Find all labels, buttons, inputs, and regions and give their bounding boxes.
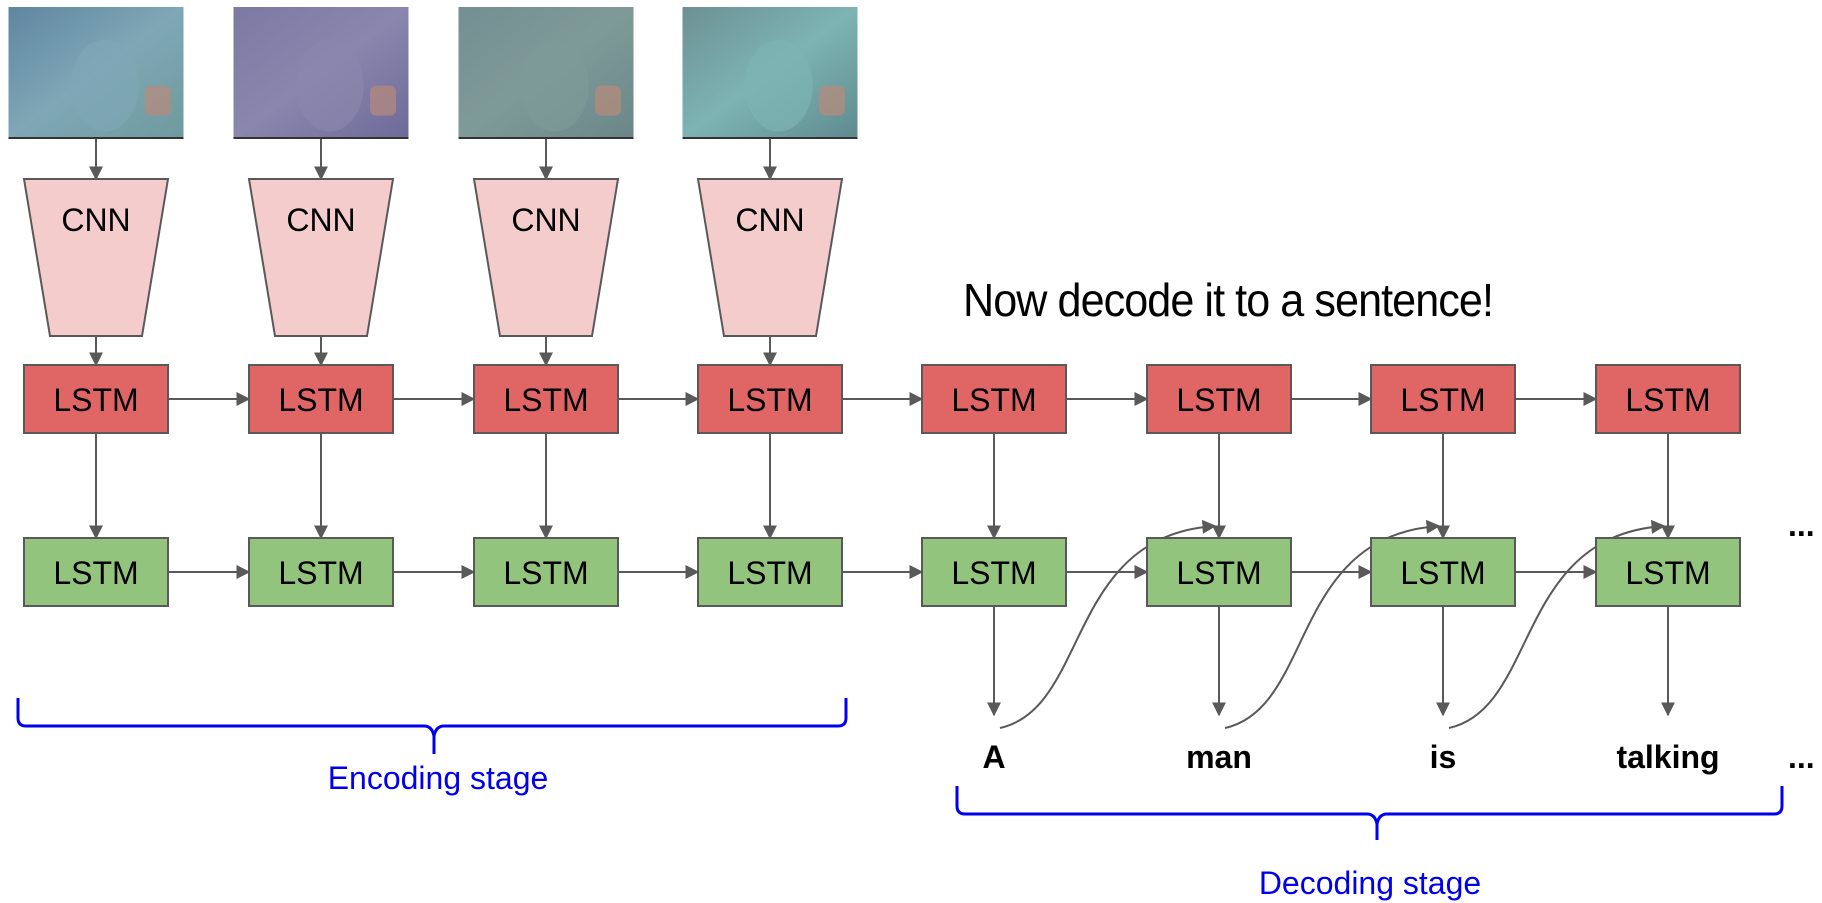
encoding-stage-label: Encoding stage [328,760,549,796]
output-word: talking [1616,739,1719,775]
output-word: is [1430,739,1457,775]
lstm-label: LSTM [53,382,138,418]
lstm-top: LSTM [697,364,843,434]
cnn-block: CNN [696,178,844,337]
cnn-blocks: CNN CNN CNN CNN [22,178,844,337]
lstm-top: LSTM [1370,364,1516,434]
ellipsis-bottom: ... [1788,739,1815,775]
lstm-bottom: LSTM [23,537,169,607]
cnn-block: CNN [472,178,620,337]
cnn-block: CNN [22,178,170,337]
lstm-top-row: LSTM LSTM LSTM LSTM LSTM LSTM LSTM LSTM [23,364,1741,434]
lstm-label: LSTM [951,382,1036,418]
arrows [89,138,1675,729]
cnn-block: CNN [247,178,395,337]
lstm-label: LSTM [1400,555,1485,591]
lstm-label: LSTM [1625,382,1710,418]
video-frames [8,7,858,139]
headline: Now decode it to a sentence! [963,274,1493,326]
lstm-top: LSTM [473,364,619,434]
lstm-top: LSTM [921,364,1067,434]
lstm-label: LSTM [503,555,588,591]
lstm-bottom: LSTM [473,537,619,607]
lstm-label: LSTM [503,382,588,418]
lstm-bottom: LSTM [248,537,394,607]
video-frame [682,7,858,139]
lstm-label: LSTM [53,555,138,591]
lstm-bottom: LSTM [1146,537,1292,607]
lstm-top: LSTM [23,364,169,434]
lstm-label: LSTM [1176,555,1261,591]
lstm-label: LSTM [727,382,812,418]
lstm-label: LSTM [278,382,363,418]
lstm-bottom-row: LSTM LSTM LSTM LSTM LSTM LSTM LSTM LSTM [23,537,1741,607]
lstm-label: LSTM [1400,382,1485,418]
lstm-bottom: LSTM [921,537,1067,607]
lstm-bottom: LSTM [697,537,843,607]
lstm-bottom: LSTM [1595,537,1741,607]
decoding-brace [955,786,1784,840]
video-frame [8,7,184,139]
lstm-label: LSTM [951,555,1036,591]
video-frame [233,7,409,139]
cnn-label: CNN [61,202,130,238]
lstm-label: LSTM [1625,555,1710,591]
cnn-label: CNN [286,202,355,238]
lstm-label: LSTM [278,555,363,591]
cnn-label: CNN [511,202,580,238]
lstm-bottom: LSTM [1370,537,1516,607]
lstm-label: LSTM [727,555,812,591]
ellipsis-top: ... [1788,507,1815,543]
encoding-brace [16,698,848,754]
lstm-label: LSTM [1176,382,1261,418]
lstm-top: LSTM [1595,364,1741,434]
video-frame [458,7,634,139]
lstm-top: LSTM [1146,364,1292,434]
output-word: A [982,739,1005,775]
lstm-top: LSTM [248,364,394,434]
decoding-stage-label: Decoding stage [1259,865,1481,901]
cnn-label: CNN [735,202,804,238]
output-word: man [1186,739,1252,775]
